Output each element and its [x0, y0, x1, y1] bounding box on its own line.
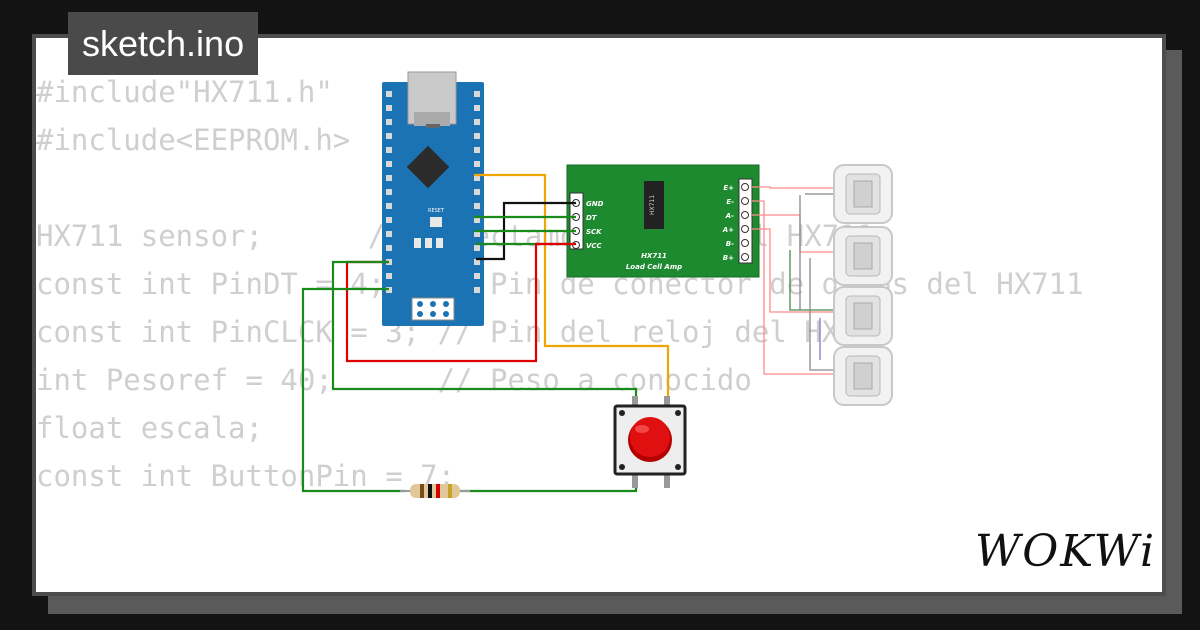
hx711-board[interactable]: HX711 HX711 Load Cell Amp GND DT SCK VCC E+… — [566, 164, 760, 278]
code-line: #include<EEPROM.h> — [36, 123, 351, 157]
header-pin[interactable] — [386, 91, 392, 97]
hx711-pin-label: DT — [586, 214, 598, 222]
load-cell-wires — [752, 186, 835, 375]
hx711-pin-label: B+ — [723, 254, 734, 262]
header-pin[interactable] — [474, 245, 480, 251]
hx711-pin[interactable] — [741, 211, 749, 219]
code-line: float escala; — [36, 411, 263, 445]
resistor[interactable] — [400, 484, 470, 498]
hx711-pin-label: SCK — [586, 228, 602, 236]
hx711-pin[interactable] — [741, 183, 749, 191]
header-pin[interactable] — [386, 245, 392, 251]
header-pin[interactable] — [386, 231, 392, 237]
hx711-pin[interactable] — [741, 253, 749, 261]
hx711-chip-label: HX711 — [649, 195, 656, 215]
hx711-right-pins: E+ E- A- A+ B- B+ — [722, 183, 749, 262]
header-pin[interactable] — [474, 119, 480, 125]
header-pin[interactable] — [386, 161, 392, 167]
header-pin[interactable] — [386, 175, 392, 181]
header-pin[interactable] — [474, 203, 480, 209]
hx711-chip — [644, 181, 664, 229]
hx711-pin-label: A- — [725, 212, 734, 220]
header-pin[interactable] — [386, 119, 392, 125]
header-pin[interactable] — [474, 273, 480, 279]
pushbutton[interactable] — [613, 396, 687, 488]
hx711-subtitle: Load Cell Amp — [626, 263, 682, 271]
reset-button — [430, 217, 442, 227]
arduino-nano[interactable]: RESET — [382, 71, 484, 326]
header-pin[interactable] — [474, 161, 480, 167]
header-pin[interactable] — [386, 147, 392, 153]
load-cell[interactable] — [833, 286, 893, 346]
load-cell[interactable] — [833, 346, 893, 406]
header-pin[interactable] — [474, 175, 480, 181]
sketch-title: sketch.ino — [68, 12, 259, 75]
hx711-pin-label: B- — [726, 240, 734, 248]
header-pin[interactable] — [474, 133, 480, 139]
header-pin[interactable] — [386, 105, 392, 111]
header-pin[interactable] — [474, 147, 480, 153]
preview-card — [32, 34, 1166, 596]
header-pin[interactable] — [474, 287, 480, 293]
code-line: #include"HX711.h" — [36, 75, 333, 109]
load-cells — [833, 164, 893, 406]
wire-resistor — [301, 287, 406, 493]
wires — [301, 173, 670, 493]
hx711-pin[interactable] — [741, 197, 749, 205]
header-pin[interactable] — [474, 217, 480, 223]
reset-label: RESET — [428, 208, 445, 214]
right-header-pins — [474, 91, 480, 293]
hx711-pin[interactable] — [741, 225, 749, 233]
header-pin[interactable] — [474, 189, 480, 195]
hx711-pin-label: A+ — [722, 226, 734, 234]
wire-sck-button — [474, 173, 670, 406]
button-cap — [630, 417, 670, 457]
header-pin[interactable] — [386, 203, 392, 209]
code-line: int Pesoref = 40; // Peso a conocido — [36, 363, 752, 397]
load-cell[interactable] — [833, 226, 893, 286]
hx711-pin[interactable] — [741, 239, 749, 247]
header-pin[interactable] — [386, 273, 392, 279]
header-pin[interactable] — [386, 189, 392, 195]
mcu-chip — [406, 145, 450, 189]
wokwi-logo: WOKWi — [975, 526, 1157, 577]
hx711-pin-label: E- — [726, 198, 734, 206]
header-pin[interactable] — [474, 91, 480, 97]
hx711-pin-label: E+ — [723, 184, 734, 192]
hx711-title: HX711 — [641, 252, 667, 260]
hx711-pin-label: VCC — [586, 242, 603, 250]
load-cell[interactable] — [833, 164, 893, 224]
header-pin[interactable] — [474, 105, 480, 111]
header-pin[interactable] — [474, 259, 480, 265]
wire-button-pin — [331, 260, 638, 406]
header-pin[interactable] — [386, 133, 392, 139]
header-pin[interactable] — [474, 231, 480, 237]
header-pin[interactable] — [386, 217, 392, 223]
hx711-pin-label: GND — [586, 200, 604, 208]
